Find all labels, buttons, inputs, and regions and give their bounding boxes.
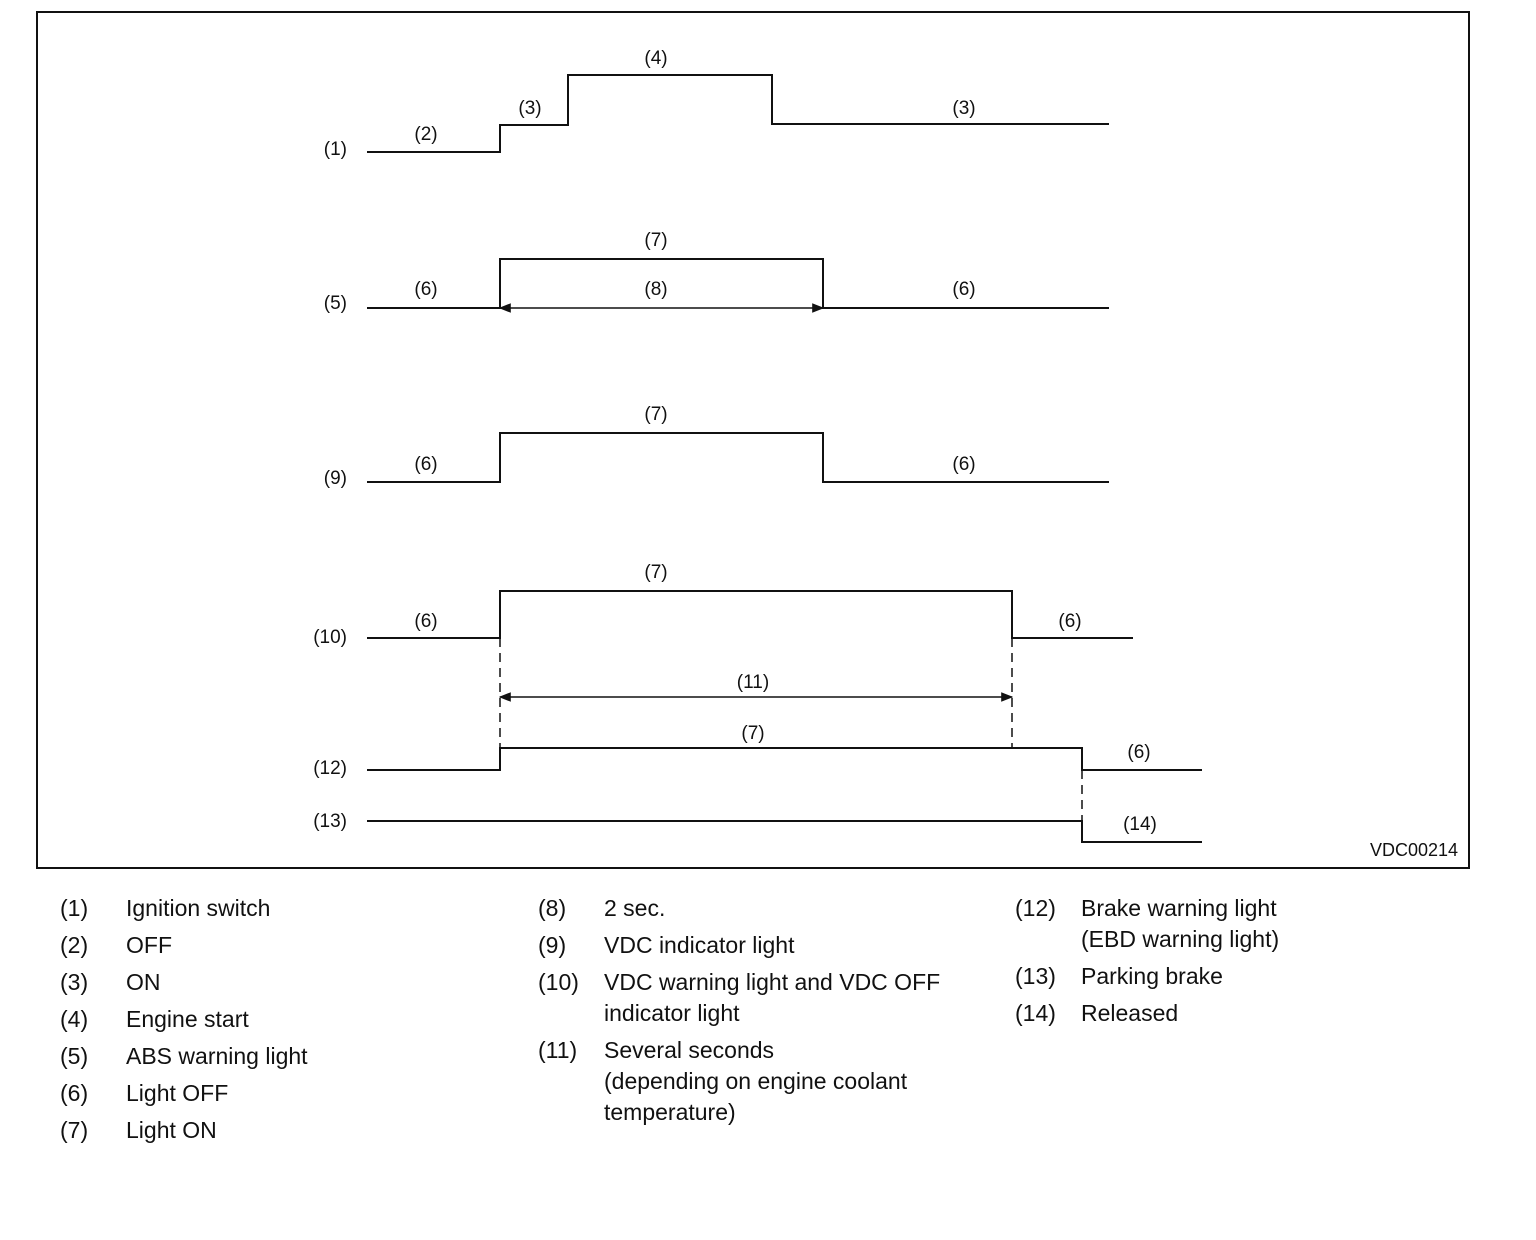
signal-label-abs: (5) [324,293,347,314]
state-label: (6) [414,611,437,632]
legend-number: (1) [60,895,89,921]
legend-text: Several seconds (depending on engine coo… [604,1037,908,1125]
figure-id: VDC00214 [1369,840,1458,860]
brake-warning-light-trace [367,747,1202,771]
signal-label-ignition: (1) [324,139,347,160]
legend-item: (1) Ignition switch [60,893,500,924]
legend-number: (4) [60,1006,89,1032]
legend-text: ON [126,969,161,995]
legend-item: (13) Parking brake [1015,961,1495,992]
legend-text: ABS warning light [126,1043,308,1069]
vdc-indicator-light-trace [367,432,1109,483]
state-label: (6) [952,279,975,300]
legend-number: (6) [60,1080,89,1106]
legend-text: Light ON [126,1117,217,1143]
legend-item: (12) Brake warning light (EBD warning lig… [1015,893,1495,955]
legend-item: (14) Released [1015,998,1495,1029]
legend-text: Light OFF [126,1080,229,1106]
legend-text: VDC indicator light [604,932,795,958]
signal-label-vdc-warning: (10) [313,627,347,648]
legend-text: VDC warning light and VDC OFF indicator … [604,969,941,1026]
legend-text: OFF [126,932,172,958]
legend-item: (10) VDC warning light and VDC OFF indica… [538,967,1008,1029]
state-label: (14) [1123,814,1157,835]
legend-text: 2 sec. [604,895,666,921]
state-label: (6) [1127,742,1150,763]
legend-number: (5) [60,1043,89,1069]
state-label: (7) [741,723,764,744]
state-label: (8) [644,279,667,300]
legend-item: (3) ON [60,967,500,998]
state-label: (2) [414,124,437,145]
legend-column-2: (8) 2 sec. (9) VDC indicator light (10) VDC w… [538,893,1008,1134]
state-label: (7) [644,404,667,425]
state-label: (11) [737,672,769,693]
legend-number: (8) [538,895,567,921]
abs-warning-light-trace [367,258,1109,309]
state-label: (3) [518,98,541,119]
legend-number: (7) [60,1117,89,1143]
parking-brake-trace [367,820,1202,843]
legend-number: (12) [1015,895,1056,921]
legend-text: Brake warning light (EBD warning light) [1081,895,1280,952]
legend-item: (5) ABS warning light [60,1041,500,1072]
state-label: (6) [414,279,437,300]
legend-column-1: (1) Ignition switch (2) OFF (3) ON (4) Engine s… [60,893,500,1152]
state-label: (3) [952,98,975,119]
legend-text: Released [1081,1000,1179,1026]
legend-column-3: (12) Brake warning light (EBD warning lig… [1015,893,1495,1035]
legend-text: Parking brake [1081,963,1223,989]
legend-number: (9) [538,932,567,958]
legend-item: (8) 2 sec. [538,893,1008,924]
legend-text: Engine start [126,1006,249,1032]
legend-item: (11) Several seconds (depending on engine… [538,1035,1008,1128]
state-label: (6) [414,454,437,475]
signal-label-vdc-indicator: (9) [324,468,347,489]
legend-item: (2) OFF [60,930,500,961]
legend-item: (4) Engine start [60,1004,500,1035]
legend-number: (11) [538,1037,578,1063]
legend-number: (3) [60,969,89,995]
legend-number: (2) [60,932,89,958]
legend-number: (10) [538,969,579,995]
state-label: (6) [952,454,975,475]
state-label: (6) [1058,611,1081,632]
legend-text: Ignition switch [126,895,271,921]
timing-diagram-frame: (1) (5) (9) (10) (12) (13) (2) (3) (4) (… [36,11,1470,869]
state-label: (7) [644,230,667,251]
legend-number: (14) [1015,1000,1056,1026]
state-label: (7) [644,562,667,583]
legend-item: (9) VDC indicator light [538,930,1008,961]
vdc-warning-light-trace [367,590,1133,639]
state-label: (4) [644,48,667,69]
ignition-switch-trace [367,74,1109,153]
legend-item: (7) Light ON [60,1115,500,1146]
timing-diagram: (1) (5) (9) (10) (12) (13) (2) (3) (4) (… [313,48,1202,843]
legend-item: (6) Light OFF [60,1078,500,1109]
signal-label-parking-brake: (13) [313,811,347,832]
signal-label-brake-warning: (12) [313,758,347,779]
legend-number: (13) [1015,963,1056,989]
